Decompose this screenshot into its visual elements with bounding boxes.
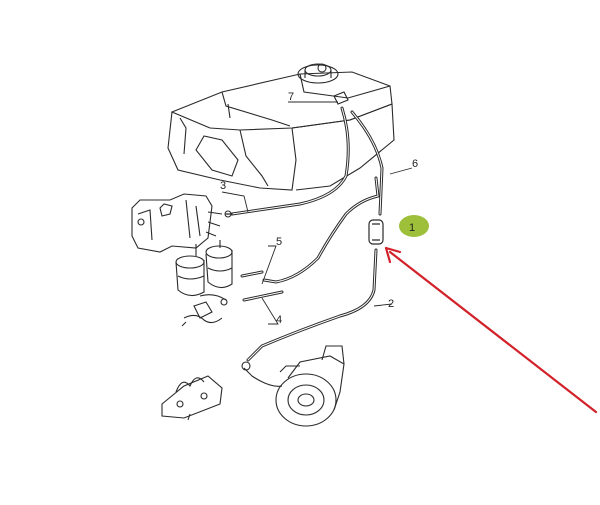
callout-7: 7 [288, 91, 294, 103]
highlight-marker [399, 215, 429, 237]
leader-lines [221, 101, 413, 325]
filter-head [131, 193, 223, 253]
callout-3: 3 [220, 180, 226, 192]
callout-1: 1 [409, 222, 415, 234]
fuel-filter-canisters [175, 240, 233, 297]
inline-fuel-filter [368, 219, 384, 245]
fuel-pump [241, 345, 345, 427]
hose-clamp [181, 294, 228, 327]
fuel-tank [167, 63, 395, 191]
mounting-bracket [161, 375, 223, 421]
callout-2: 2 [388, 298, 394, 310]
fuel-hoses [224, 106, 384, 362]
callout-5: 5 [276, 236, 282, 248]
red-pointer-arrow [384, 246, 598, 414]
callout-4: 4 [276, 314, 282, 326]
callout-6: 6 [412, 158, 418, 170]
